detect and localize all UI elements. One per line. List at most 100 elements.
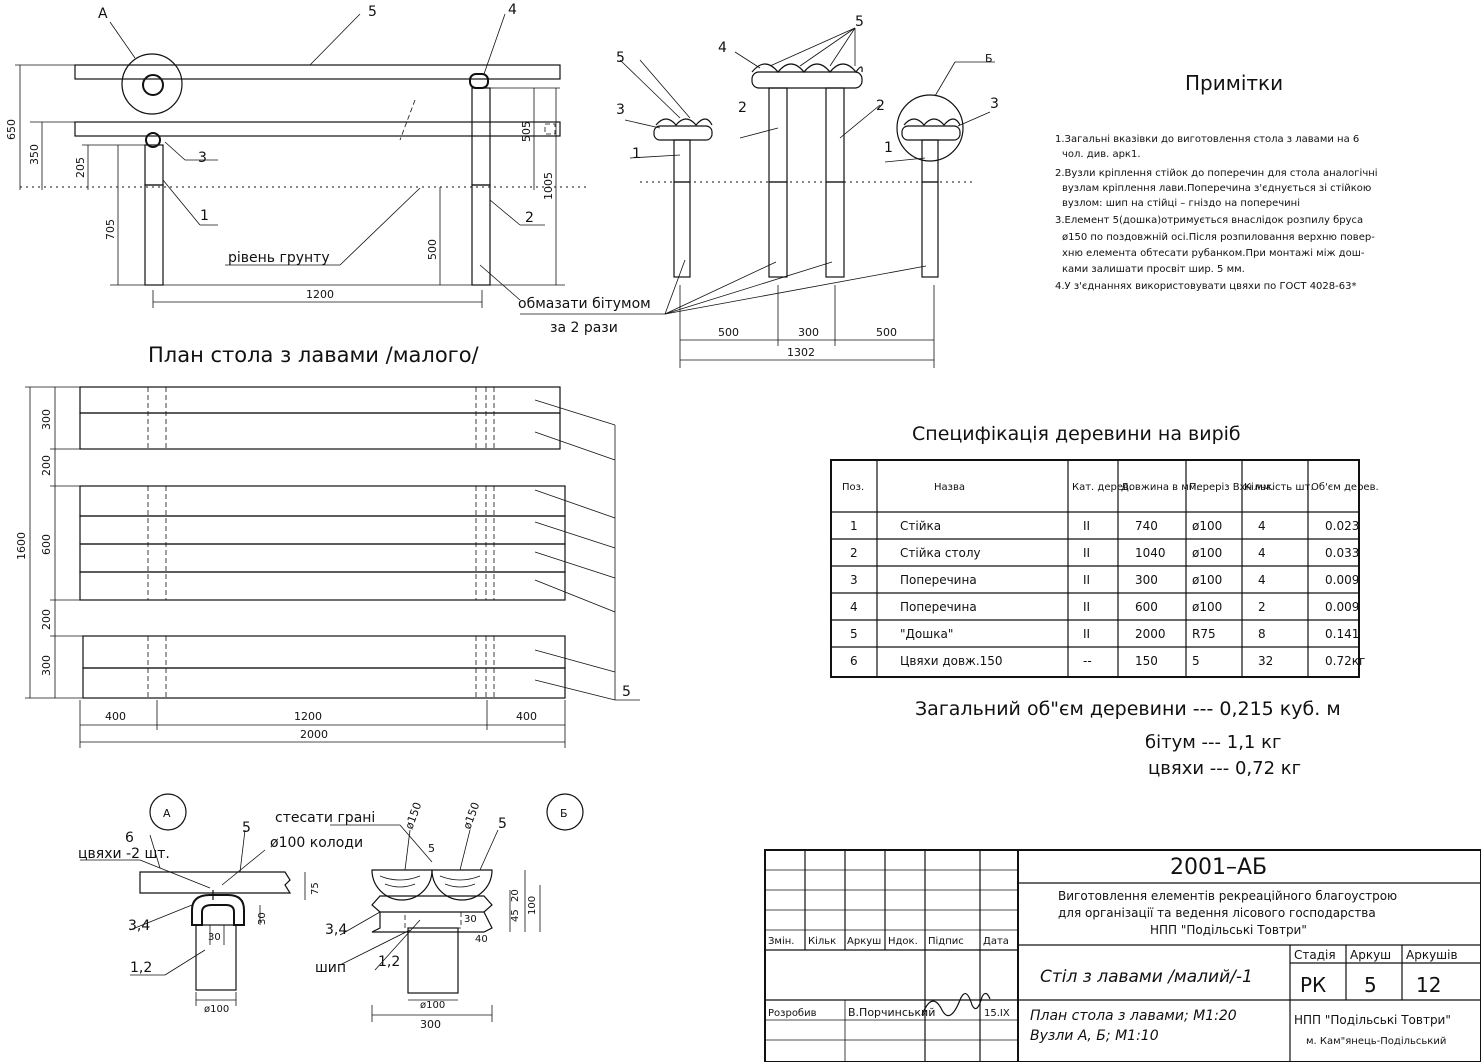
tb-stage-value: 5 xyxy=(1364,973,1377,997)
detail-label: 3,4 xyxy=(325,922,347,938)
spec-cell: 5 xyxy=(850,627,858,641)
callout-1: 1 xyxy=(200,208,209,224)
detail-label: 5 xyxy=(498,816,507,832)
tb-stage-header: Стадія xyxy=(1294,948,1336,962)
org-city: м. Кам"янець-Подільський xyxy=(1306,1035,1446,1047)
developer-label: Розробив xyxy=(768,1008,817,1019)
tb-column-label: Ндок. xyxy=(888,936,918,947)
spec-cell: 0.009 xyxy=(1325,600,1359,614)
spec-cell: ø100 xyxy=(1192,600,1222,614)
spec-title: Специфікація деревини на виріб xyxy=(912,423,1241,445)
detail-dim: 40 xyxy=(475,934,488,945)
tb-stage-value: РК xyxy=(1300,973,1326,997)
detail-label: стесати грані xyxy=(275,810,375,826)
note-line: 2.Вузли кріплення стійок до поперечин дл… xyxy=(1055,167,1378,179)
developer-name: В.Порчинський xyxy=(848,1006,935,1019)
spec-cell: 1040 xyxy=(1135,546,1166,560)
plan-view xyxy=(25,386,640,748)
spec-total-bitumen: бітум --- 1,1 кг xyxy=(1145,732,1281,753)
detail-b-label: Б xyxy=(560,807,568,820)
spec-header-cell: Назва xyxy=(934,482,965,493)
side-callout-5b: 5 xyxy=(855,14,864,30)
sheet-content-line: Вузли А, Б; М1:10 xyxy=(1030,1028,1159,1044)
note-line: 4.У з'єднаннях використовувати цвяхи по … xyxy=(1055,281,1356,292)
notes-lines: 1.Загальні вказівки до виготовлення стол… xyxy=(1055,133,1378,292)
spec-cell: 0.72кг xyxy=(1325,654,1365,668)
detail-label: 5 xyxy=(242,820,251,836)
spec-cell: 300 xyxy=(1135,573,1158,587)
spec-cell: 740 xyxy=(1135,519,1158,533)
drawing-code: 2001–АБ xyxy=(1170,855,1267,880)
org-name: НПП "Подільські Товтри" xyxy=(1294,1013,1451,1027)
dim-650: 650 xyxy=(5,119,18,140)
node-b-marker xyxy=(546,793,584,831)
spec-header-cell: Поз. xyxy=(842,482,864,493)
plan-dim-400b: 400 xyxy=(516,710,537,723)
note-line: вузлам кріплення лави.Поперечина з'єднує… xyxy=(1062,182,1371,194)
spec-cell: 4 xyxy=(1258,546,1266,560)
spec-header-cell: Довжина в мм. xyxy=(1121,482,1200,493)
spec-header: Поз. Назва Кат. дерев. Довжина в мм. Пер… xyxy=(842,481,1379,493)
tb-stage-header: Аркуш xyxy=(1350,948,1391,962)
side-callout-4: 4 xyxy=(718,40,727,56)
crossbar-section xyxy=(145,132,161,148)
spec-header-cell: Кількість шт. xyxy=(1244,481,1314,493)
spec-cell: 0.009 xyxy=(1325,573,1359,587)
plan-dim-300a: 300 xyxy=(40,409,53,430)
post-buried-hatch xyxy=(471,184,491,286)
plan-dim-1600: 1600 xyxy=(15,532,28,560)
spec-cell: II xyxy=(1083,546,1090,560)
spec-cell: 5 xyxy=(1192,654,1200,668)
item-name: Стіл з лавами /малий/-1 xyxy=(1040,967,1253,987)
bitumen-label-1: обмазати бітумом xyxy=(518,296,651,312)
detail-a xyxy=(80,793,306,1006)
detail-dim: 30 xyxy=(464,914,477,925)
spec-cell: II xyxy=(1083,573,1090,587)
callout-4: 4 xyxy=(508,2,517,18)
plan-title: План стола з лавами /малого/ xyxy=(148,343,480,367)
ground-label: рівень грунту xyxy=(228,250,330,266)
callout-5: 5 xyxy=(368,4,377,20)
detail-label: цвяхи -2 шт. xyxy=(78,846,170,862)
plan-dim-200a: 200 xyxy=(40,455,53,476)
node-a-marker xyxy=(149,793,187,831)
detail-dim: 300 xyxy=(420,1018,441,1031)
side-elevation xyxy=(520,27,995,368)
plan-callout-5: 5 xyxy=(622,684,631,700)
spec-cell: R75 xyxy=(1192,627,1216,641)
spec-header-cell: Переріз Вхн мм. xyxy=(1189,481,1274,493)
spec-cell: "Дошка" xyxy=(900,627,953,641)
description-line: для організації та ведення лісового госп… xyxy=(1058,906,1376,920)
spec-cell: ø100 xyxy=(1192,573,1222,587)
note-line: 3.Елемент 5(дошка)отримується внаслідок … xyxy=(1055,214,1363,226)
detail-label: 1,2 xyxy=(130,960,152,976)
side-callout-2b: 2 xyxy=(876,98,885,114)
plan-dim-300b: 300 xyxy=(40,655,53,676)
spec-cell: 150 xyxy=(1135,654,1158,668)
tb-stage-value: 12 xyxy=(1416,973,1441,997)
detail-label: ø150 xyxy=(403,801,425,832)
table-top-board xyxy=(74,64,561,80)
spec-cell: 2 xyxy=(850,546,858,560)
description-line: Виготовлення елементів рекреаційного бла… xyxy=(1058,889,1397,903)
dim-1200: 1200 xyxy=(306,288,334,301)
spec-cell: 3 xyxy=(850,573,858,587)
plan-dim-400a: 400 xyxy=(105,710,126,723)
side-callout-2a: 2 xyxy=(738,100,747,116)
note-line: ø150 по поздовжній осі.Після розпилованн… xyxy=(1062,231,1375,243)
side-callout-1: 1 xyxy=(632,146,641,162)
notes-title: Примітки xyxy=(1185,71,1283,95)
side-dim-500b: 500 xyxy=(876,326,897,339)
signature xyxy=(921,992,991,1017)
spec-header-cell: Об'єм дерев. xyxy=(1311,482,1379,493)
tb-column-label: Підпис xyxy=(928,935,964,947)
note-line: 1.Загальні вказівки до виготовлення стол… xyxy=(1055,133,1359,145)
spec-header-cell: Кат. дерев. xyxy=(1072,482,1132,493)
side-callout-1b: 1 xyxy=(884,140,893,156)
plan-dim-2000: 2000 xyxy=(300,728,328,741)
developer-date: 15.IX xyxy=(984,1008,1010,1019)
front-elevation xyxy=(15,13,590,308)
spec-cell: 4 xyxy=(1258,573,1266,587)
